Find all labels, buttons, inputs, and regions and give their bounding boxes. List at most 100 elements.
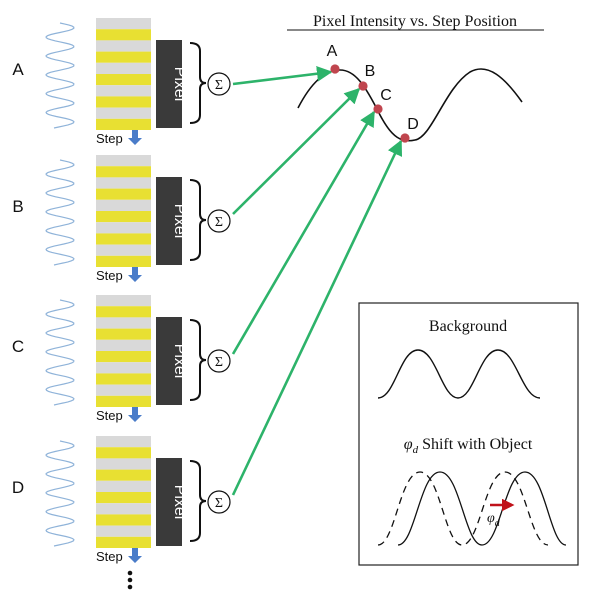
grating-stripe: [96, 328, 151, 340]
grating-stripe: [96, 447, 151, 459]
sum-bracket: [189, 42, 207, 124]
grating-stripe: [96, 107, 151, 119]
curve-point-a: [330, 64, 340, 74]
background-wave-dashed: [377, 471, 549, 546]
object-wave-shifted: [397, 471, 567, 546]
grating-stripe: [96, 480, 151, 492]
grating-stripe: [96, 18, 151, 30]
diagram-title: Pixel Intensity vs. Step Position: [313, 13, 517, 30]
sum-symbol: Σ: [215, 215, 223, 230]
grating-stripe: [96, 118, 151, 130]
grating-stripe: [96, 62, 151, 74]
pixel-box: [156, 458, 182, 546]
grating-stripe: [96, 436, 151, 448]
sum-bracket: [189, 179, 207, 261]
phase-label: φd: [487, 511, 501, 529]
grating-stripe: [96, 155, 151, 167]
grating-stripe: [96, 29, 151, 41]
sum-symbol: Σ: [215, 496, 223, 511]
step-label: Step: [96, 408, 123, 423]
sum-circle: [207, 72, 231, 96]
grating-stripe: [96, 96, 151, 108]
phase-shift-inset: Background φd Shift with Object φd: [358, 302, 579, 566]
grating-stripe: [96, 222, 151, 234]
curve-point-label: B: [365, 63, 376, 80]
step-down-arrow-icon: [128, 130, 142, 145]
grating-stripe: [96, 199, 151, 211]
grating-stripe: [96, 211, 151, 223]
grating-stripe: [96, 255, 151, 267]
curve-point-label: C: [380, 87, 392, 104]
grating-stripe: [96, 362, 151, 374]
grating-stripe: [96, 244, 151, 256]
grating-stripe: [96, 317, 151, 329]
step-down-arrow-icon: [128, 267, 142, 282]
shift-title: φd Shift with Object: [404, 436, 533, 456]
background-wave: [377, 349, 541, 399]
row-label: D: [12, 478, 24, 497]
grating-stripe: [96, 306, 151, 318]
curve-point-label: A: [327, 43, 338, 60]
pixel-box: [156, 40, 182, 128]
sum-circle: [207, 490, 231, 514]
pixel-box: [156, 317, 182, 405]
curve-point-label: D: [407, 116, 419, 133]
mapping-arrows: [231, 65, 403, 496]
pixel-label: Pixel: [171, 344, 188, 379]
grating-stripe: [96, 395, 151, 407]
pixel-label: Pixel: [171, 67, 188, 102]
background-label: Background: [429, 318, 507, 335]
sum-circle: [207, 209, 231, 233]
grating-wave: [45, 440, 75, 547]
step-down-arrow-icon: [128, 407, 142, 422]
grating-wave: [45, 22, 75, 129]
grating-stripe: [96, 384, 151, 396]
grating-stripe: [96, 295, 151, 307]
grating-stripe: [96, 177, 151, 189]
mapping-arrow: [232, 65, 333, 86]
pixel-label: Pixel: [171, 485, 188, 520]
grating-stripe: [96, 525, 151, 537]
grating-stripe: [96, 503, 151, 515]
mapping-arrow: [232, 87, 361, 215]
grating-stripe: [96, 536, 151, 548]
sum-circle: [207, 349, 231, 373]
grating-wave: [45, 299, 75, 406]
pixel-box: [156, 177, 182, 265]
grating-stripe: [96, 166, 151, 178]
sum-bracket: [189, 460, 207, 542]
curve-point-b: [358, 81, 368, 91]
mapping-arrow: [231, 139, 403, 496]
ellipsis-dots: [127, 570, 133, 590]
sum-bracket: [189, 319, 207, 401]
grating-stripe: [96, 351, 151, 363]
row-label: B: [12, 197, 23, 216]
curve-point-d: [400, 133, 410, 143]
row-label: A: [12, 60, 24, 79]
sum-symbol: Σ: [215, 78, 223, 93]
grating-stripe: [96, 85, 151, 97]
grating-stripe: [96, 492, 151, 504]
pixel-label: Pixel: [171, 204, 188, 239]
grating-stripe: [96, 373, 151, 385]
grating-stripe: [96, 74, 151, 86]
grating-stripe: [96, 233, 151, 245]
step-label: Step: [96, 131, 123, 146]
grating-stripe: [96, 514, 151, 526]
curve-point-c: [373, 104, 383, 114]
grating-stripe: [96, 51, 151, 63]
row-a: A Pixel Σ Step: [12, 18, 231, 146]
grating-wave: [45, 159, 75, 266]
sum-symbol: Σ: [215, 355, 223, 370]
mapping-arrow: [231, 110, 376, 355]
grating-stripe: [96, 339, 151, 351]
step-down-arrow-icon: [128, 548, 142, 563]
grating-stripe: [96, 469, 151, 481]
grating-stripe: [96, 188, 151, 200]
curve-points: A BCD: [327, 43, 419, 143]
